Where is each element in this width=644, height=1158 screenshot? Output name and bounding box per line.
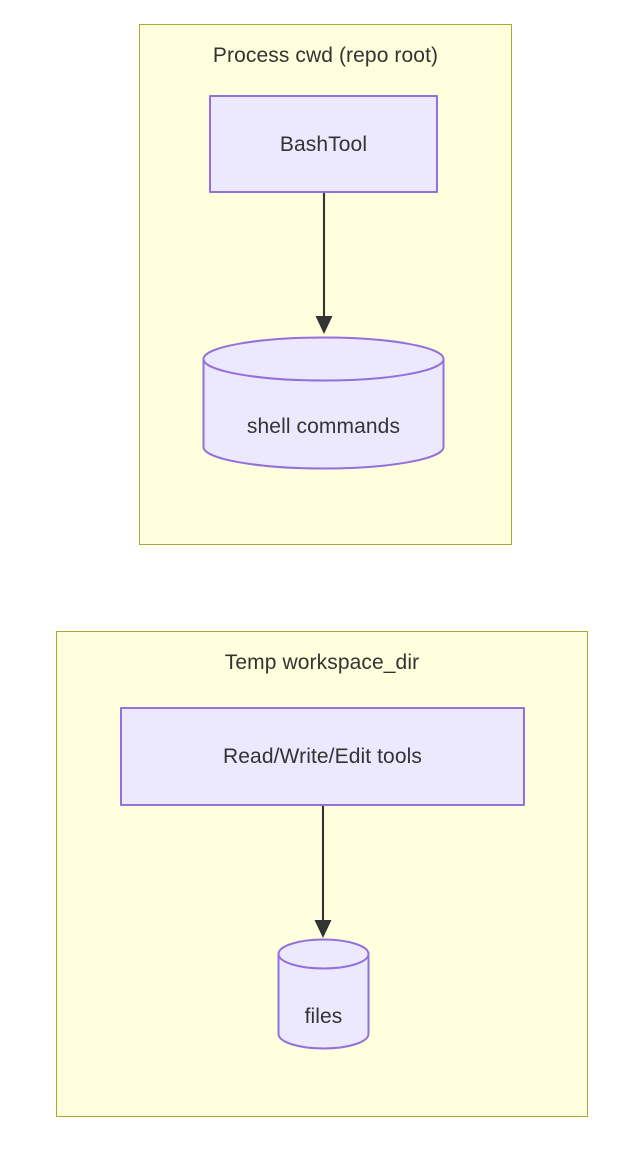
node-read-write-edit-tools[interactable]: Read/Write/Edit tools bbox=[120, 707, 525, 806]
cluster-process-cwd-title: Process cwd (repo root) bbox=[212, 44, 439, 67]
cylinder-body bbox=[202, 358, 445, 470]
node-shell-commands[interactable]: shell commands bbox=[202, 336, 445, 470]
cluster-temp-workspace-dir-title: Temp workspace_dir bbox=[224, 651, 420, 674]
node-files-label: files bbox=[304, 1005, 343, 1028]
node-read-write-edit-tools-label: Read/Write/Edit tools bbox=[223, 745, 422, 768]
cylinder-top bbox=[202, 336, 445, 382]
node-shell-commands-label: shell commands bbox=[246, 415, 401, 438]
node-bashtool-label: BashTool bbox=[279, 132, 368, 156]
node-files[interactable]: files bbox=[277, 938, 370, 1050]
cylinder-body bbox=[277, 953, 370, 1050]
cylinder-top bbox=[277, 938, 370, 970]
node-bashtool[interactable]: BashTool bbox=[209, 95, 438, 193]
